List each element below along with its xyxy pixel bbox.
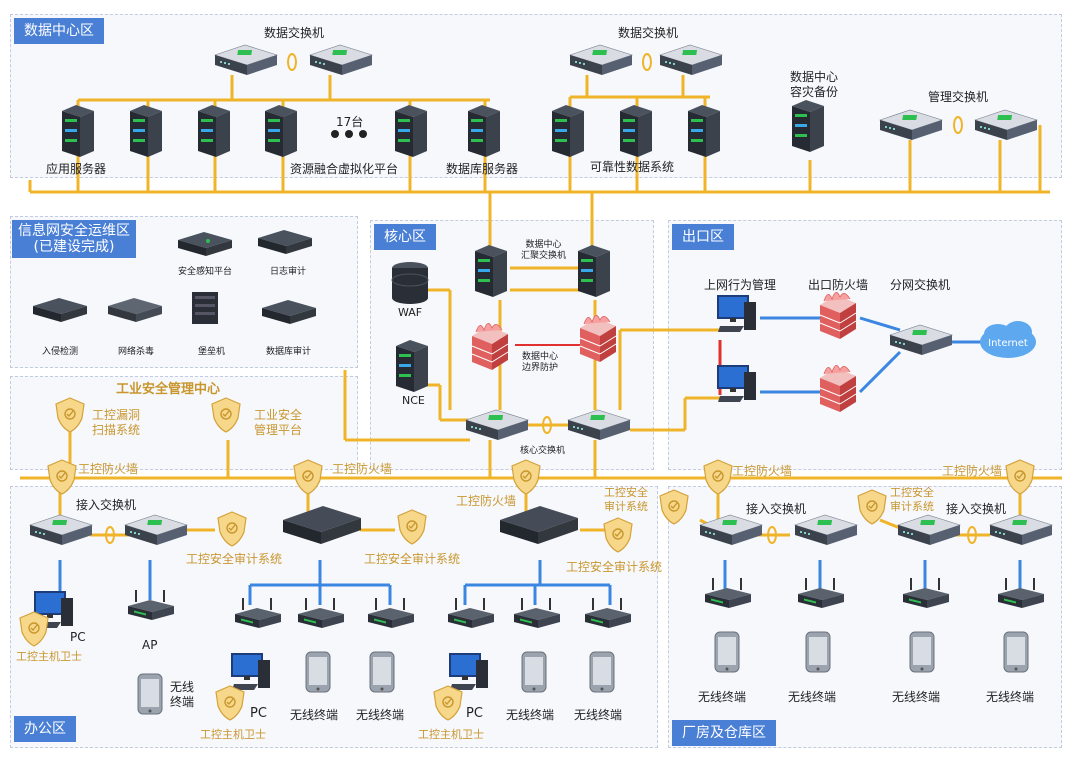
zone-datacenter <box>10 14 1062 178</box>
agg-switch-line1: 数据中心 <box>525 240 562 250</box>
secops-tag-line2: (已建设完成) <box>33 239 115 255</box>
internet-label: Internet <box>988 338 1028 349</box>
zone-tag-factory: 厂房及仓库区 <box>672 720 776 746</box>
office-terminal4-label: 无线终端 <box>574 708 623 722</box>
db-server-label: 数据库服务器 <box>446 162 519 176</box>
factory-audit-a-label: 工控安全 审计系统 <box>604 486 648 514</box>
office-wireless-line1: 无线 <box>170 680 195 694</box>
mgmt-switch-label: 管理交换机 <box>928 90 989 104</box>
border-line2: 边界防护 <box>522 363 559 373</box>
border-protection-label: 数据中心 边界防护 <box>522 352 558 374</box>
office-pc1-label: PC <box>70 630 86 644</box>
factory-audit-b-line1: 工控安全 <box>890 486 934 499</box>
office-guard2-label: 工控主机卫士 <box>200 728 266 741</box>
factory-audit-b-line2: 审计系统 <box>890 500 934 513</box>
log-audit-label: 日志审计 <box>270 267 307 277</box>
factory-audit-a-line1: 工控安全 <box>604 486 648 499</box>
sec-awareness-label: 安全感知平台 <box>178 267 233 277</box>
behavior-mgmt-label: 上网行为管理 <box>704 278 777 292</box>
agg-switch-line2: 汇聚交换机 <box>521 251 567 261</box>
office-guard3-label: 工控主机卫士 <box>418 728 484 741</box>
vuln-scan-line1: 工控漏洞 <box>92 408 141 422</box>
ics-mgmt-line1: 工业安全 <box>254 408 303 422</box>
office-guard1-label: 工控主机卫士 <box>16 650 82 663</box>
factory-terminal2-label: 无线终端 <box>788 690 837 704</box>
ics-firewall-3-label: 工控防火墙 <box>456 494 517 508</box>
office-wireless-line2: 终端 <box>170 695 195 709</box>
zone-tag-egress: 出口区 <box>672 224 734 250</box>
border-line1: 数据中心 <box>522 352 559 362</box>
virtual-platform-label: 资源融合虚拟化平台 <box>290 162 399 176</box>
factory-terminal1-label: 无线终端 <box>698 690 747 704</box>
dr-backup-line2: 容灾备份 <box>790 85 839 99</box>
zone-tag-datacenter: 数据中心区 <box>14 18 104 44</box>
ics-center-title: 工业安全管理中心 <box>116 382 221 397</box>
ics-firewall-4-label: 工控防火墙 <box>732 464 793 478</box>
agg-switch-label: 数据中心 汇聚交换机 <box>521 240 566 262</box>
office-audit3-label: 工控安全审计系统 <box>566 560 663 574</box>
vuln-scan-line2: 扫描系统 <box>92 423 141 437</box>
core-switch-label: 核心交换机 <box>520 446 566 456</box>
dc-switch-right-label: 数据交换机 <box>618 26 679 40</box>
office-terminal3-label: 无线终端 <box>506 708 555 722</box>
vuln-scan-label: 工控漏洞 扫描系统 <box>92 408 140 438</box>
ics-firewall-1-label: 工控防火墙 <box>78 462 139 476</box>
ics-mgmt-line2: 管理平台 <box>254 423 303 437</box>
office-ap-label: AP <box>142 638 158 652</box>
waf-label: WAF <box>398 306 423 319</box>
ics-mgmt-platform-label: 工业安全 管理平台 <box>254 408 302 438</box>
factory-terminal3-label: 无线终端 <box>892 690 941 704</box>
zone-tag-office: 办公区 <box>14 716 76 742</box>
factory-access-switch-a-label: 接入交换机 <box>746 502 807 516</box>
office-audit1-label: 工控安全审计系统 <box>186 552 283 566</box>
dr-backup-label: 数据中心 容灾备份 <box>790 70 838 100</box>
office-audit2-label: 工控安全审计系统 <box>364 552 461 566</box>
factory-access-switch-b-label: 接入交换机 <box>946 502 1007 516</box>
factory-audit-b-label: 工控安全 审计系统 <box>890 486 934 514</box>
exit-firewall-label: 出口防火墙 <box>808 278 869 292</box>
office-pc2-label: PC <box>250 706 267 721</box>
antivirus-label: 网络杀毒 <box>118 347 155 357</box>
intrusion-label: 入侵检测 <box>42 347 79 357</box>
app-server-label: 应用服务器 <box>46 162 107 176</box>
factory-terminal4-label: 无线终端 <box>986 690 1035 704</box>
reliable-data-label: 可靠性数据系统 <box>590 160 675 174</box>
ics-firewall-2-label: 工控防火墙 <box>332 462 393 476</box>
zone-tag-secops: 信息网安全运维区 (已建设完成) <box>12 220 136 258</box>
office-terminal1-label: 无线终端 <box>290 708 339 722</box>
office-pc3-label: PC <box>466 706 483 721</box>
zone-tag-core: 核心区 <box>374 224 436 250</box>
nce-label: NCE <box>402 394 425 407</box>
ics-firewall-5-label: 工控防火墙 <box>942 464 1003 478</box>
server-count-label: 17台 <box>336 115 364 129</box>
db-audit-label: 数据库审计 <box>266 347 312 357</box>
office-wireless-label: 无线 终端 <box>170 680 194 710</box>
secops-tag-line1: 信息网安全运维区 <box>18 223 130 239</box>
bastion-label: 堡垒机 <box>198 347 226 357</box>
dc-switch-left-label: 数据交换机 <box>264 26 325 40</box>
office-access-switch-label: 接入交换机 <box>76 498 137 512</box>
office-terminal2-label: 无线终端 <box>356 708 405 722</box>
factory-audit-a-line2: 审计系统 <box>604 500 648 513</box>
branch-switch-label: 分网交换机 <box>890 278 951 292</box>
dr-backup-line1: 数据中心 <box>790 70 839 84</box>
